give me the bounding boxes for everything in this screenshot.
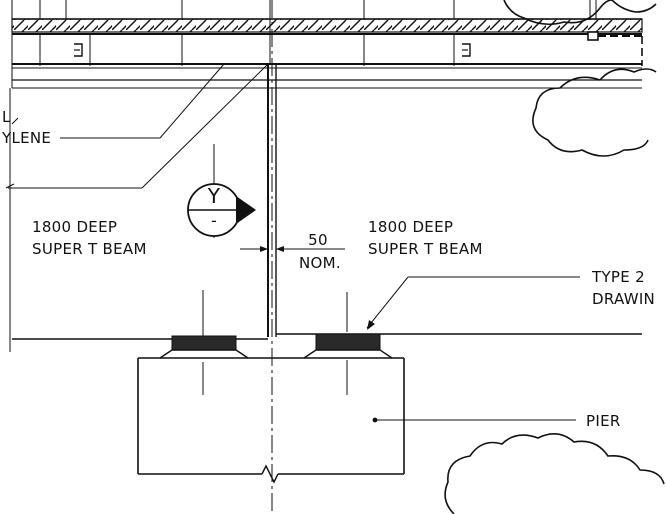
type-leader (366, 276, 580, 330)
dashed-detail-top-right (587, 31, 643, 66)
slab-bar-symbols (39, 34, 471, 66)
bearing-centrelines (202, 290, 348, 395)
polyethylene-leaders (8, 63, 269, 189)
polyethylene-label: YLENE (1, 129, 51, 147)
deck-slab (11, 0, 643, 35)
left-dimension-line (5, 88, 15, 352)
revision-cloud-top-right (503, 0, 657, 157)
gap-dimension-note: NOM. (299, 254, 341, 272)
gap-dimension-value: 50 (308, 231, 328, 249)
bearing-left (159, 335, 249, 359)
beam-joint (267, 0, 277, 514)
beam-right-label-line1: 1800 DEEP (368, 218, 453, 236)
revision-cloud-bottom-right (444, 433, 665, 514)
section-marker-letter: Y (207, 184, 221, 208)
beam-top-flange (11, 0, 642, 89)
pier-label: PIER (586, 412, 621, 430)
bearing-right (303, 333, 393, 359)
section-marker-sub: - (211, 211, 217, 230)
partial-label-top-left: L (2, 108, 11, 126)
gap-dimension (240, 246, 345, 252)
beam-left-label-line2: SUPER T BEAM (32, 240, 147, 258)
type-label: TYPE 2 (591, 268, 645, 286)
drawing-label: DRAWIN (592, 290, 655, 308)
beam-left-label-line1: 1800 DEEP (32, 218, 117, 236)
section-marker-y (187, 144, 256, 238)
pier (137, 357, 576, 484)
beam-right-label-line2: SUPER T BEAM (368, 240, 483, 258)
